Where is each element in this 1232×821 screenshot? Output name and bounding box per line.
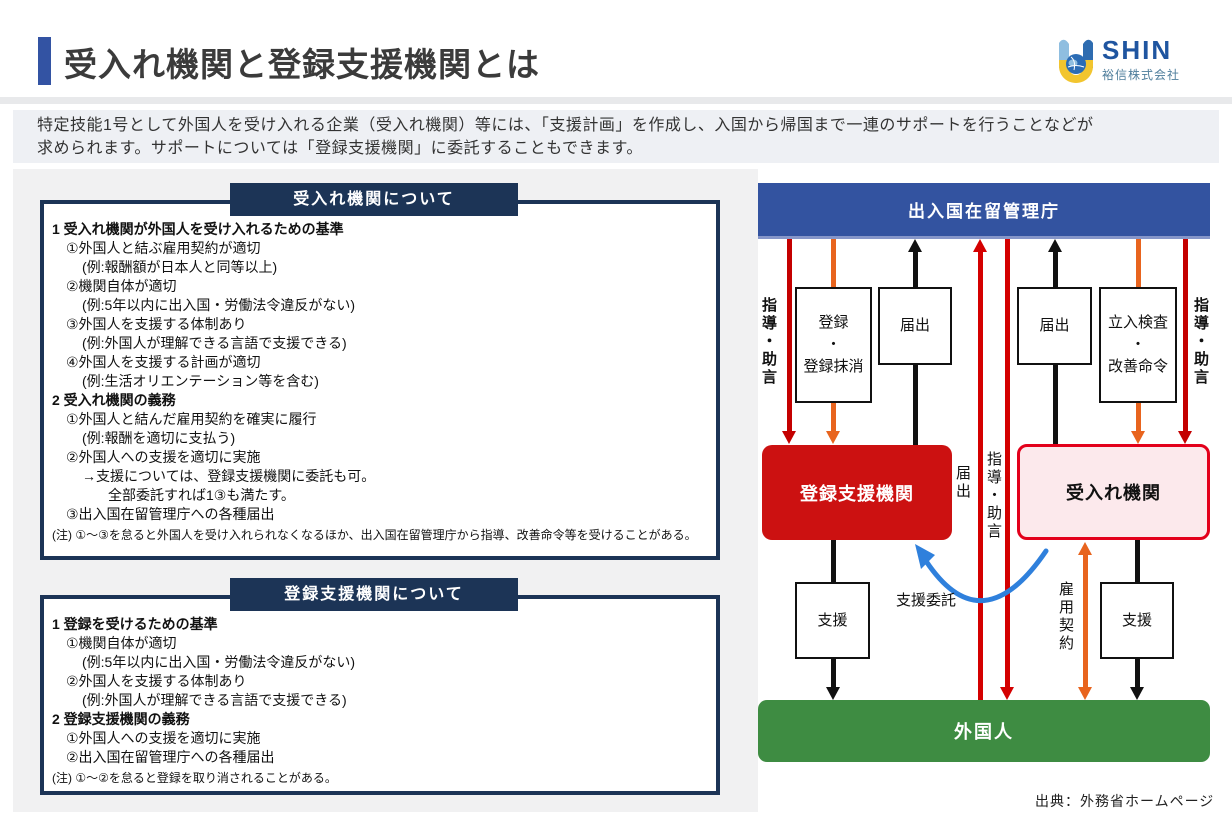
footnote: (注) ①～②を怠ると登録を取り消されることがある。 (52, 771, 337, 785)
text-line: (例:外国人が理解できる言語で支援できる) (82, 335, 347, 351)
text-line: ②機関自体が適切 (66, 278, 177, 294)
text-line: (例:報酬額が日本人と同等以上) (82, 259, 278, 275)
text-line: ・ (825, 336, 841, 354)
footnote: (注) ①～③を怠ると外国人を受け入れられなくなるほか、出入国在留管理庁から指導… (52, 528, 697, 542)
up-arrowhead (908, 239, 922, 252)
text-line: →支援については、登録支援機関に委託も可。 (82, 468, 376, 484)
text-line: ・ (1130, 336, 1146, 354)
inspection-box: 立入検査 ・ 改善命令 (1099, 287, 1177, 403)
text-line: ①機関自体が適切 (66, 635, 177, 651)
logo-brand-text: SHIN (1102, 35, 1173, 65)
guidance-left-arrow-line (787, 239, 792, 431)
text-line: ①外国人と結ぶ雇用契約が適切 (66, 240, 261, 256)
text-line: ③出入国在留管理庁への各種届出 (66, 506, 275, 522)
company-logo: SHIN 裕信株式会社 (1056, 36, 1180, 89)
text-line: ②出入国在留管理庁への各種届出 (66, 749, 275, 765)
support-consign-label: 支援委託 (896, 592, 957, 609)
source-caption: 出典：外務省ホームページ (1035, 793, 1215, 809)
up-arrowhead (1048, 239, 1062, 252)
intro-line: 特定技能1号として外国人を受け入れる企業（受入れ機関）等には、「支援計画」を作成… (37, 117, 1094, 134)
text-line: ③外国人を支援する体制あり (66, 316, 247, 332)
text-line: 1 登録を受けるための基準 (52, 616, 218, 632)
page-title: 受入れ機関と登録支援機関とは (64, 46, 540, 83)
text-line: (例:生活オリエンテーション等を含む) (82, 373, 319, 389)
notify-box-right: 届出 (1017, 287, 1092, 365)
accepting-node: 受入れ機関 (1017, 444, 1210, 540)
text-line: (例:外国人が理解できる言語で支援できる) (82, 692, 347, 708)
text-line: ①外国人と結んだ雇用契約を確実に履行 (66, 411, 317, 427)
text-line: (例:報酬を適切に支払う) (82, 430, 236, 446)
up-arrowhead (1078, 542, 1092, 555)
text-line: ②外国人を支援する体制あり (66, 673, 247, 689)
logo-company-name: 裕信株式会社 (1102, 68, 1181, 82)
rso-node: 登録支援機関 (762, 445, 952, 540)
down-arrowhead (782, 431, 796, 444)
text-line: (例:5年以内に出入国・労働法令違反がない) (82, 654, 355, 670)
guidance-mid-arrow-line (1005, 239, 1010, 687)
down-arrowhead (1000, 687, 1014, 700)
notify-mid-label: 届出 (954, 465, 971, 501)
down-arrowhead (1178, 431, 1192, 444)
panel2-header: 登録支援機関について (230, 578, 518, 611)
text-line: ②外国人への支援を適切に実施 (66, 449, 261, 465)
support-box-left: 支援 (795, 582, 870, 659)
panel1-box: 1 受入れ機関が外国人を受け入れるための基準 ①外国人と結ぶ雇用契約が適切 (例… (40, 200, 720, 560)
flow-diagram: 登録 ・ 登録抹消 届出 届出 立入検査 ・ 改善命令 支援 支援 出入国在留管… (758, 183, 1212, 763)
notify-mid-arrow-line (978, 249, 983, 700)
text-line: 1 受入れ機関が外国人を受け入れるための基準 (52, 221, 344, 237)
panel2-box: 1 登録を受けるための基準 ①機関自体が適切 (例:5年以内に出入国・労働法令違… (40, 595, 720, 795)
down-arrowhead (826, 431, 840, 444)
text-line: ④外国人を支援する計画が適切 (66, 354, 261, 370)
employment-arrow-line (1083, 555, 1088, 688)
support-consign-arrow (915, 544, 1049, 603)
foreigner-node: 外国人 (758, 700, 1210, 762)
down-arrowhead (1131, 431, 1145, 444)
guidance-right-label: 指導・助言 (1192, 297, 1209, 387)
title-accent-bar (38, 37, 51, 85)
guidance-left-label: 指導・助言 (760, 297, 777, 387)
logo-u-globe-icon (1056, 36, 1096, 89)
down-arrowhead (826, 687, 840, 700)
down-arrowhead (1078, 687, 1092, 700)
up-arrowhead (973, 239, 987, 252)
panel1-header: 受入れ機関について (230, 183, 518, 216)
notify-box-left: 届出 (878, 287, 952, 365)
registration-box: 登録 ・ 登録抹消 (795, 287, 872, 403)
agency-node: 出入国在留管理庁 (758, 183, 1210, 239)
guidance-mid-label: 指導・助言 (985, 451, 1002, 541)
text-line: 2 受入れ機関の義務 (52, 392, 176, 408)
support-box-right: 支援 (1100, 582, 1174, 659)
intro-box: 特定技能1号として外国人を受け入れる企業（受入れ機関）等には、「支援計画」を作成… (13, 110, 1219, 163)
guidance-right-arrow-line (1183, 239, 1188, 431)
down-arrowhead (1130, 687, 1144, 700)
header-divider (0, 97, 1232, 104)
text-line: ①外国人への支援を適切に実施 (66, 730, 261, 746)
text-line: 2 登録支援機関の義務 (52, 711, 190, 727)
text-line: 登録 (818, 314, 849, 332)
employment-label: 雇用契約 (1057, 581, 1074, 653)
text-line: 登録抹消 (803, 357, 864, 375)
text-line: (例:5年以内に出入国・労働法令違反がない) (82, 297, 355, 313)
text-line: 全部委託すれば1③も満たす。 (108, 487, 295, 503)
text-line: 改善命令 (1107, 357, 1168, 375)
intro-line: 求められます。サポートについては「登録支援機関」に委託することもできます。 (37, 140, 643, 157)
text-line: 立入検査 (1107, 314, 1168, 332)
